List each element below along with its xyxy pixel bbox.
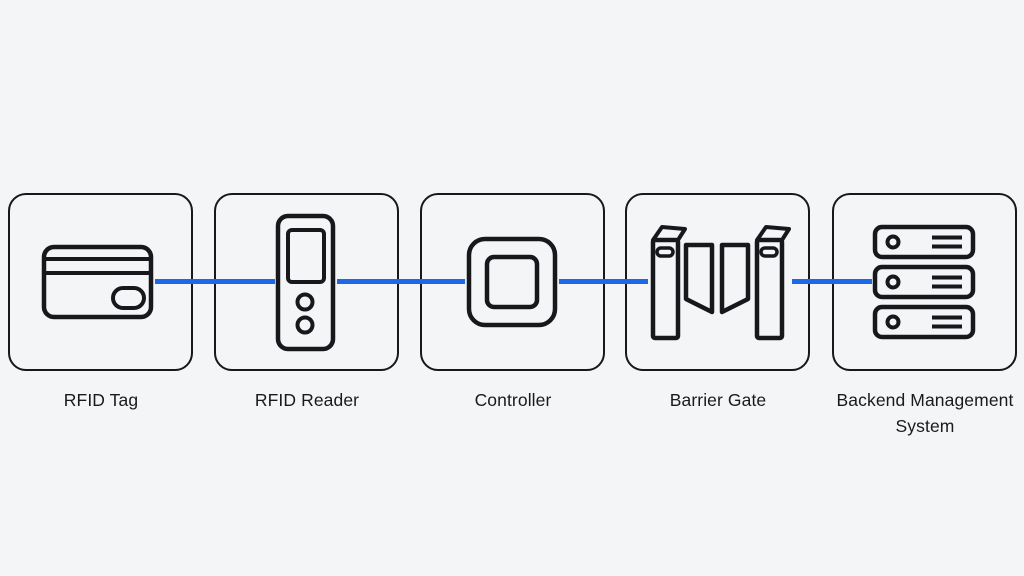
node-label-rfid-tag: RFID Tag — [63, 390, 139, 410]
node-label-barrier-gate: Barrier Gate — [669, 390, 767, 410]
node-label-controller: Controller — [474, 390, 552, 410]
node-label-backend-management-system: Backend Management System — [836, 390, 1014, 436]
server-stack-icon — [872, 224, 978, 342]
controller-chip-icon — [465, 235, 559, 329]
rfid-reader-icon — [275, 213, 337, 353]
turnstile-gate-icon — [648, 224, 792, 342]
node-label-rfid-reader: RFID Reader — [254, 390, 360, 410]
rfid-card-icon — [41, 244, 155, 322]
